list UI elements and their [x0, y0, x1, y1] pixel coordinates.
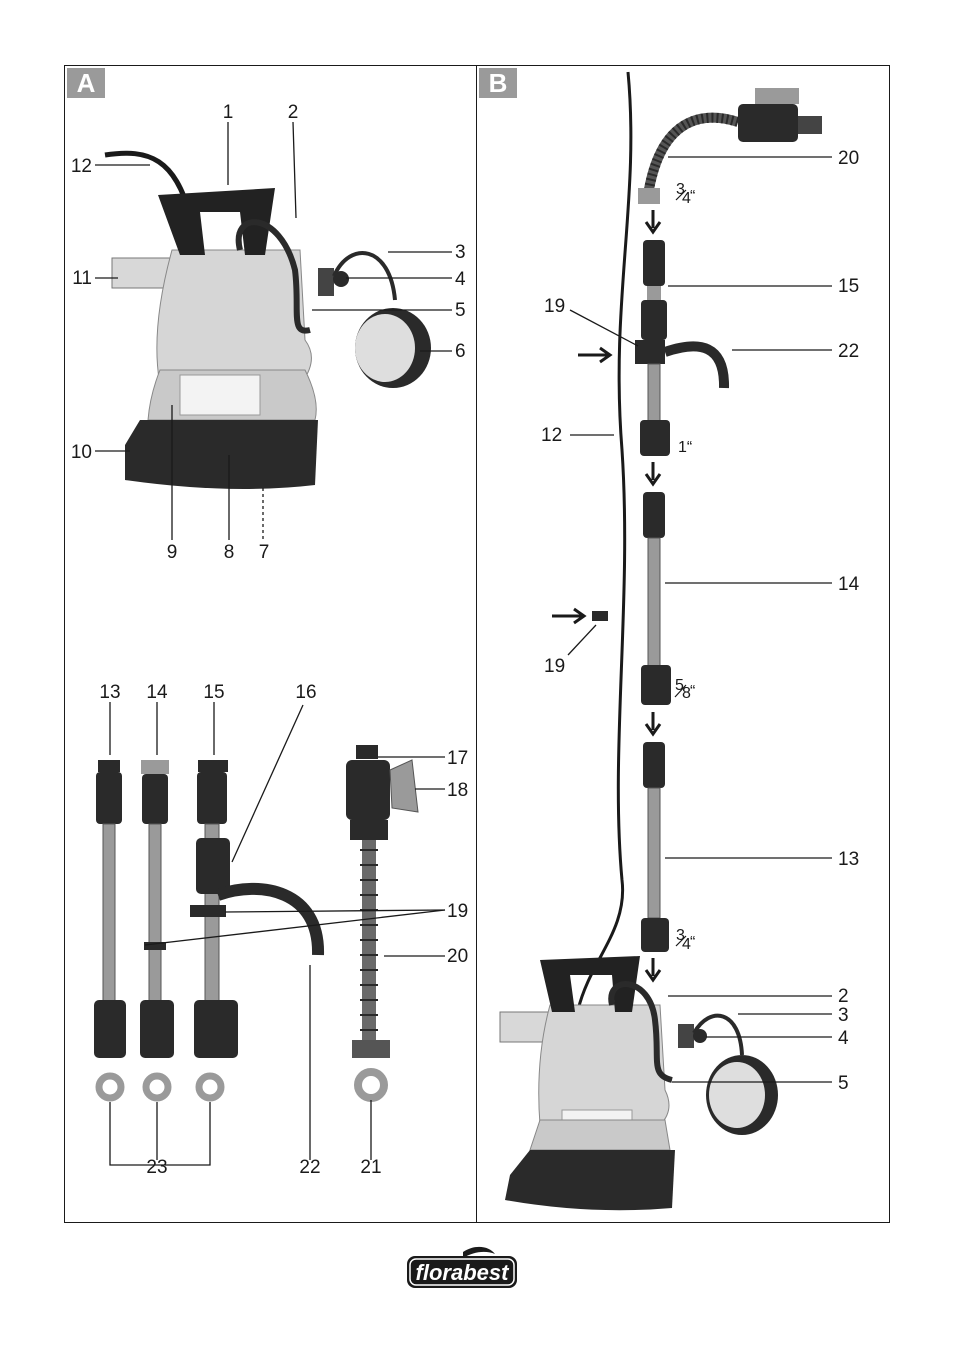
- panel-b-leaders: [567, 156, 832, 1083]
- label-b-15: 15: [838, 276, 859, 297]
- label-17: 17: [447, 748, 468, 769]
- brand-name: florabest: [416, 1260, 511, 1285]
- label-b-4: 4: [838, 1028, 849, 1049]
- label-22: 22: [299, 1157, 320, 1178]
- panel-b: B: [476, 65, 890, 1223]
- size-five-eighth: 5 8 “: [674, 677, 695, 702]
- label-13: 13: [99, 682, 120, 703]
- label-10: 10: [71, 442, 92, 463]
- size-three-quarter-top: 3 4 “: [675, 181, 695, 207]
- label-3: 3: [455, 242, 466, 263]
- label-8: 8: [224, 542, 235, 563]
- label-16: 16: [295, 682, 316, 703]
- size-three-quarter-bottom: 3 4 “: [675, 927, 695, 953]
- label-7: 7: [259, 542, 270, 563]
- label-19: 19: [447, 901, 468, 922]
- svg-text:4: 4: [682, 190, 691, 207]
- label-20: 20: [447, 946, 468, 967]
- svg-text:“: “: [690, 188, 695, 205]
- svg-text:“: “: [690, 934, 695, 951]
- panel-a-top-labels: 1 2 12 3 11 4 5 6 10 9 8 7: [71, 102, 466, 563]
- label-b-3: 3: [838, 1005, 849, 1026]
- label-12: 12: [71, 156, 92, 177]
- label-18: 18: [447, 780, 468, 801]
- label-2: 2: [288, 102, 299, 123]
- panel-b-badge: B: [479, 68, 517, 98]
- svg-text:3: 3: [676, 181, 685, 198]
- label-5: 5: [455, 300, 466, 321]
- parts-a-illustration: [94, 745, 419, 1102]
- label-b-13: 13: [838, 849, 859, 870]
- size-one-inch: 1“: [678, 439, 692, 456]
- label-15: 15: [203, 682, 224, 703]
- label-b-12: 12: [541, 425, 562, 446]
- label-b-5: 5: [838, 1073, 849, 1094]
- svg-text:3: 3: [676, 927, 685, 944]
- assembly-b-illustration: [499, 71, 822, 1211]
- label-b-19-lower: 19: [544, 656, 565, 677]
- label-b-2: 2: [838, 986, 849, 1007]
- panel-a-bottom-labels: 13 14 15 16 17 18 19 20 23 22 21: [99, 682, 468, 1178]
- panel-a-bottom-leaders: [109, 702, 446, 1166]
- label-b-20: 20: [838, 148, 859, 169]
- svg-text:5: 5: [675, 677, 684, 694]
- label-4: 4: [455, 269, 466, 290]
- panel-a-top-leaders: [95, 121, 452, 540]
- label-21: 21: [360, 1157, 381, 1178]
- svg-text:8: 8: [682, 685, 691, 702]
- label-9: 9: [167, 542, 178, 563]
- label-14: 14: [146, 682, 168, 703]
- label-b-22: 22: [838, 341, 859, 362]
- label-b-14: 14: [838, 574, 860, 595]
- florabest-logo: florabest: [407, 1246, 517, 1288]
- panel-a-badge: A: [67, 68, 105, 98]
- label-6: 6: [455, 341, 466, 362]
- svg-text:4: 4: [682, 936, 691, 953]
- panel-b-size-annotations: 3 4 “ 1“ 5 8 “ 3 4 “: [674, 181, 695, 953]
- panel-b-labels: 20 15 19 22 12 14 19 13 2 3 4 5: [541, 148, 860, 1094]
- label-23: 23: [146, 1157, 167, 1178]
- label-11: 11: [72, 268, 92, 289]
- label-b-19-upper: 19: [544, 296, 565, 317]
- pump-a-illustration: [104, 150, 431, 489]
- label-1: 1: [223, 102, 234, 123]
- svg-text:“: “: [690, 683, 695, 700]
